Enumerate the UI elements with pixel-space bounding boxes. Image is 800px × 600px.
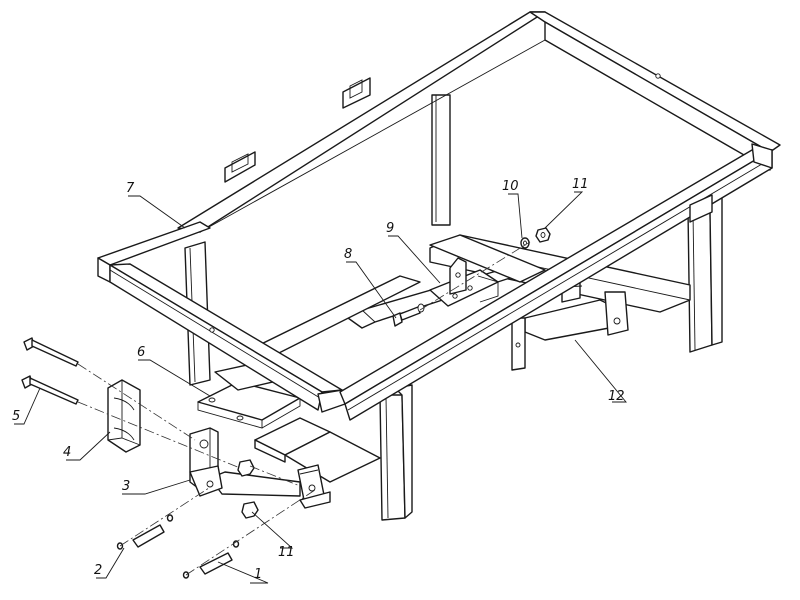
- callout-6: 6: [137, 345, 145, 360]
- callout-5: 5: [12, 409, 20, 424]
- frame-inner-edge: [199, 39, 736, 233]
- callout-8: 8: [344, 247, 352, 262]
- part-7-frame: [97, 143, 773, 421]
- callout-9: 9: [386, 221, 394, 236]
- callout-11-upper: 11: [572, 177, 589, 192]
- callout-12: 12: [608, 389, 625, 404]
- callout-3: 3: [122, 479, 130, 494]
- leader-lines: [14, 191, 627, 584]
- callout-7: 7: [126, 181, 135, 196]
- callout-4: 4: [63, 445, 71, 460]
- part-4-clamp: [107, 379, 141, 453]
- callout-11-lower: 11: [278, 545, 295, 560]
- assembly-axes: [77, 241, 531, 576]
- callout-10: 10: [502, 179, 519, 194]
- callout-1: 1: [254, 567, 262, 582]
- callout-2: 2: [94, 563, 102, 578]
- callout-labels: 1 2 3 4 5 6 7 8 9 10 11 11 12: [12, 177, 625, 582]
- frame-far-part: [177, 11, 781, 233]
- part-9-bracket: [429, 257, 499, 307]
- part-5-bolts: [21, 337, 79, 405]
- towbar-assembly: [209, 417, 381, 509]
- part-3-bracket: [189, 427, 223, 497]
- part-10-11-upper: [520, 227, 551, 249]
- part-2-pin: [116, 514, 174, 550]
- part-1-pin: [182, 540, 240, 579]
